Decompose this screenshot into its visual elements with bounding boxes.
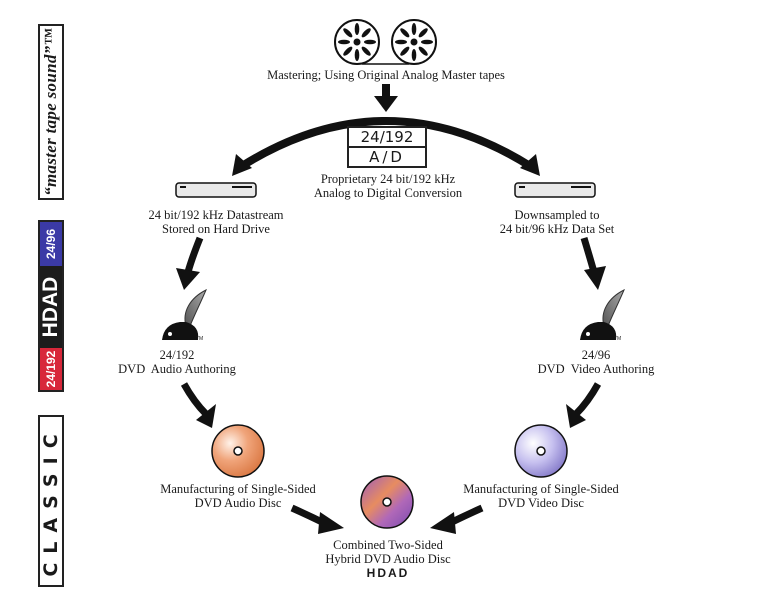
hard-drive-left-icon xyxy=(175,182,257,198)
disc-combined-line2: Hybrid DVD Audio Disc xyxy=(325,552,451,566)
authoring-right-label: 24/96 DVD Video Authoring xyxy=(538,348,655,376)
arrow-drive-to-authoring-right xyxy=(580,236,606,290)
hard-drive-left-line1: 24 bit/192 kHz Datastream xyxy=(148,208,284,222)
hdad-left-rate-segment: 24/192 xyxy=(40,348,62,390)
ad-caption-line2: Analog to Digital Conversion xyxy=(313,186,463,200)
disc-right-label: Manufacturing of Single-Sided DVD Video … xyxy=(463,482,619,510)
quill-inkwell-right-icon xyxy=(580,288,625,340)
authoring-right-line2: DVD Video Authoring xyxy=(537,362,655,376)
disc-combined-line1: Combined Two-Sided xyxy=(333,538,443,552)
quill-inkwell-left-icon xyxy=(162,288,207,340)
ad-label: A/D xyxy=(349,146,425,166)
tm-right: TM xyxy=(614,336,622,342)
tape-reels-icon xyxy=(334,19,437,65)
disc-left-line1: Manufacturing of Single-Sided xyxy=(160,482,316,496)
ad-rate: 24/192 xyxy=(360,128,414,146)
hard-drive-right-line2: 24 bit/96 kHz Data Set xyxy=(499,222,615,236)
hard-drive-left-label: 24 bit/192 kHz Datastream Stored on Hard… xyxy=(148,208,283,236)
disc-combined-label: Combined Two-Sided Hybrid DVD Audio Disc… xyxy=(325,538,450,580)
master-tape-sound-badge: “master tape sound”™ xyxy=(38,24,64,200)
hdad-badge: 24/96 HDAD 24/192 xyxy=(38,220,64,392)
classic-badge: CLASSIC xyxy=(38,415,64,587)
arrow-disc-audio-to-hybrid xyxy=(290,504,344,534)
mastering-text: Mastering; Using Original Analog Master … xyxy=(267,68,505,82)
arrow-drive-to-authoring-left xyxy=(176,236,204,290)
ad-caption: Proprietary 24 bit/192 kHz Analog to Dig… xyxy=(314,172,462,200)
hard-drive-right-label: Downsampled to 24 bit/96 kHz Data Set xyxy=(500,208,615,236)
arrow-mastering-to-ad xyxy=(374,84,398,112)
disc-left-label: Manufacturing of Single-Sided DVD Audio … xyxy=(160,482,316,510)
arrow-disc-video-to-hybrid xyxy=(430,504,484,534)
ad-converter-box: 24/192 A/D xyxy=(347,126,427,168)
disc-combined-hdad: HDAD xyxy=(366,566,410,580)
authoring-right-line1: 24/96 xyxy=(581,348,611,362)
disc-right-line2: DVD Video Disc xyxy=(498,496,584,510)
disc-audio-icon xyxy=(211,424,265,478)
authoring-left-line2: DVD Audio Authoring xyxy=(118,362,236,376)
disc-left-line2: DVD Audio Disc xyxy=(194,496,282,510)
disc-right-line1: Manufacturing of Single-Sided xyxy=(463,482,619,496)
arrow-authoring-to-disc-left xyxy=(180,382,216,428)
arrow-arc-split xyxy=(232,117,540,176)
disc-video-icon xyxy=(514,424,568,478)
hdad-right-rate-segment: 24/96 xyxy=(40,222,62,266)
tm-left: TM xyxy=(196,336,204,342)
hdad-brand-segment: HDAD xyxy=(39,266,62,348)
ad-caption-line1: Proprietary 24 bit/192 kHz xyxy=(320,172,456,186)
hard-drive-left-line2: Stored on Hard Drive xyxy=(162,222,270,236)
authoring-left-line1: 24/192 xyxy=(159,348,195,362)
hard-drive-right-line1: Downsampled to xyxy=(514,208,600,222)
hard-drive-right-icon xyxy=(514,182,596,198)
mastering-label: Mastering; Using Original Analog Master … xyxy=(267,68,505,82)
authoring-left-label: 24/192 DVD Audio Authoring xyxy=(118,348,236,376)
disc-hybrid-icon xyxy=(360,475,414,529)
arrow-authoring-to-disc-right xyxy=(566,382,602,428)
